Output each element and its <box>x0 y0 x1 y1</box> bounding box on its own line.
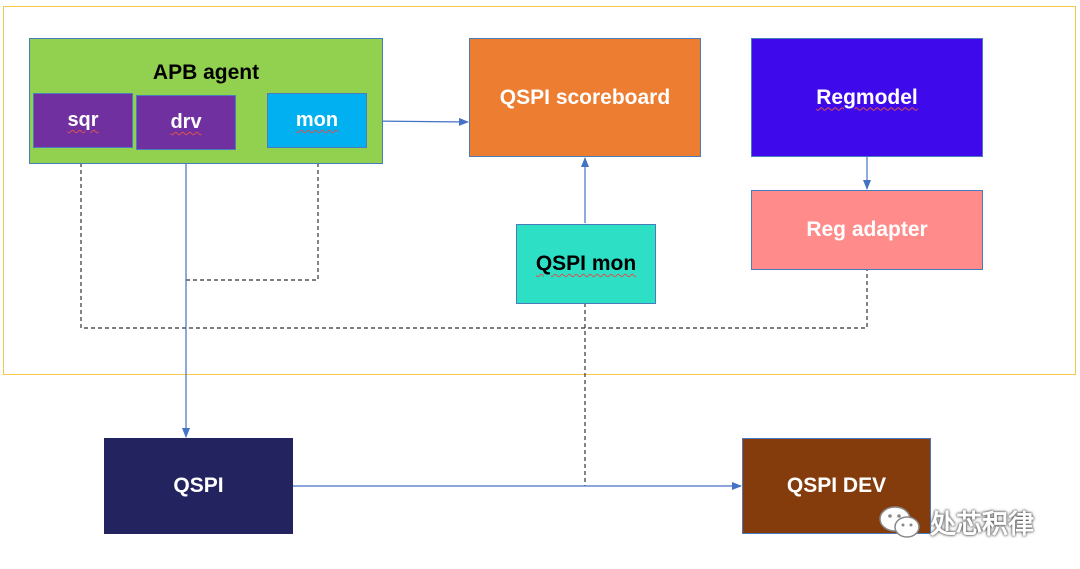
sqr-label: sqr <box>67 109 99 131</box>
environment-boundary <box>3 6 1076 375</box>
wechat-icon <box>879 506 920 538</box>
reg-adapter-block: Reg adapter <box>751 190 983 270</box>
sqr-to-reg-adapter-dashed <box>80 149 868 329</box>
watermark: 处芯积律 <box>878 502 1058 542</box>
apb-agent-title: APB agent <box>152 61 260 84</box>
qspi-scoreboard-block: QSPI scoreboard <box>469 38 701 157</box>
mon-label: mon <box>295 109 339 131</box>
mon-block: mon <box>267 93 367 148</box>
regmodel-block: Regmodel <box>751 38 983 157</box>
qspi-label: QSPI <box>173 474 224 497</box>
drv-label: drv <box>170 111 202 133</box>
qspi-dev-label: QSPI DEV <box>786 474 887 497</box>
sqr-block: sqr <box>33 93 133 148</box>
mon-to-scoreboard-arrow <box>366 117 469 126</box>
mon-to-drv-dashed <box>186 149 319 281</box>
qspi-block: QSPI <box>104 438 293 534</box>
reg-adapter-label: Reg adapter <box>806 218 928 241</box>
regmodel-label: Regmodel <box>816 85 918 109</box>
qspi-scoreboard-label: QSPI scoreboard <box>499 85 671 109</box>
qspi-mon-block: QSPI mon <box>516 224 656 304</box>
drv-block: drv <box>136 95 236 150</box>
qspi-mon-label: QSPI mon <box>535 252 637 275</box>
watermark-text: 处芯积律 <box>930 509 1035 540</box>
